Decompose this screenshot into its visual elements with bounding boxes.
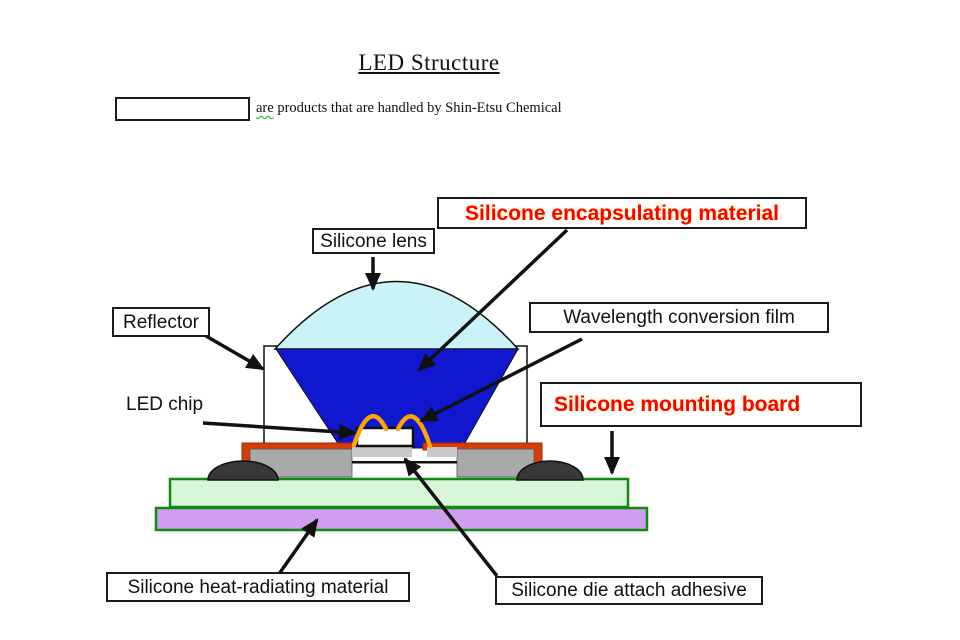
label-wavelength-conversion-film: Wavelength conversion film <box>529 302 829 333</box>
arrow-heat-radiating <box>277 518 319 576</box>
legend-note-rest: products that are handled by Shin-Etsu C… <box>273 100 562 116</box>
label-silicone-mounting-board: Silicone mounting board <box>540 382 862 427</box>
label-silicone-die-attach-adhesive: Silicone die attach adhesive <box>495 576 763 605</box>
arrow-wavelength-film <box>419 337 583 423</box>
package-slot-line <box>352 461 457 464</box>
electrode-right-shape <box>516 460 584 481</box>
die-attach-shape <box>352 447 412 457</box>
arrow-led-chip <box>202 421 358 440</box>
arrow-reflector <box>205 334 265 371</box>
arrow-die-attach <box>403 457 499 578</box>
heat-radiating-board-shape <box>154 506 649 532</box>
label-led-chip: LED chip <box>126 394 204 415</box>
bond-wire-right <box>395 414 433 449</box>
die-attach-right-shape <box>427 447 457 457</box>
label-silicone-encapsulating-material: Silicone encapsulating material <box>437 197 807 229</box>
silicone-lens-shape <box>273 280 520 350</box>
arrow-encapsulating <box>417 228 569 372</box>
annotation-arrows <box>202 228 621 578</box>
legend-note-lead: are <box>256 100 274 116</box>
electrode-left-shape <box>207 460 279 481</box>
page-title: LED Structure <box>358 50 500 75</box>
label-silicone-heat-radiating-material: Silicone heat-radiating material <box>106 572 410 602</box>
label-silicone-lens: Silicone lens <box>312 228 435 254</box>
mounting-board-shape <box>168 477 630 509</box>
label-reflector: Reflector <box>112 307 210 337</box>
legend-note: are products that are handled by Shin-Et… <box>256 100 736 120</box>
legend-swatch-box <box>115 97 250 121</box>
